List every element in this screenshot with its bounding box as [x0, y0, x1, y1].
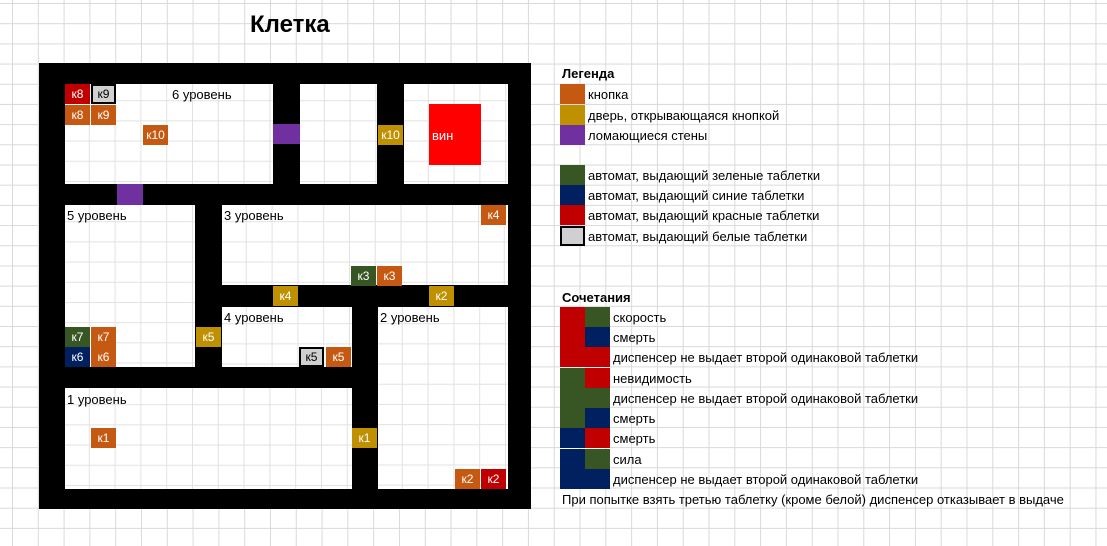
level-1-label: 1 уровень	[67, 392, 127, 407]
legend-white-label: автомат, выдающий белые таблетки	[588, 229, 808, 244]
combo-swatch-green	[560, 368, 585, 388]
combo-swatch-red	[560, 347, 585, 367]
button: к8	[65, 105, 90, 125]
win-zone	[429, 104, 481, 165]
combo-swatch-blue	[560, 428, 585, 448]
button: к3	[377, 266, 402, 286]
level-4-label: 4 уровень	[224, 310, 284, 325]
legend-breakable-swatch	[560, 125, 585, 145]
level-2-label: 2 уровень	[380, 310, 440, 325]
room-level-1	[65, 388, 352, 489]
combo-swatch-blue	[560, 469, 585, 489]
red-dispenser: к2	[481, 469, 506, 489]
legend-door-label: дверь, открывающаяся кнопкой	[588, 108, 780, 123]
breakable-wall	[273, 124, 300, 144]
combo-label: сила	[613, 452, 642, 467]
breakable-wall	[117, 184, 143, 205]
button: к7	[91, 327, 116, 347]
green-dispenser: к7	[65, 327, 90, 347]
door: к1	[352, 428, 377, 448]
combo-swatch-red	[585, 347, 610, 367]
combos-title: Сочетания	[562, 290, 631, 305]
combo-swatch-red	[585, 368, 610, 388]
legend-blue-swatch	[560, 185, 585, 205]
legend-blue-label: автомат, выдающий синие таблетки	[588, 188, 805, 203]
legend-red-label: автомат, выдающий красные таблетки	[588, 208, 820, 223]
button: к4	[481, 205, 506, 225]
button: к1	[91, 428, 116, 448]
legend-green-label: автомат, выдающий зеленые таблетки	[588, 168, 821, 183]
combo-swatch-green	[585, 449, 610, 469]
legend-red-swatch	[560, 205, 585, 225]
blue-dispenser: к6	[65, 347, 90, 367]
legend-breakable-label: ломающиеся стены	[588, 128, 708, 143]
level-5-label: 5 уровень	[67, 208, 127, 223]
door: к4	[273, 286, 298, 306]
button: к5	[326, 347, 351, 367]
combo-label: смерть	[613, 411, 656, 426]
combo-swatch-red	[560, 307, 585, 327]
combo-swatch-blue	[560, 449, 585, 469]
page-title: Клетка	[250, 11, 330, 38]
room-middle-top	[300, 84, 377, 184]
legend-door-swatch	[560, 105, 585, 125]
combos-note: При попытке взять третью таблетку (кроме…	[562, 492, 1064, 507]
button: к10	[143, 125, 168, 145]
level-3-label: 3 уровень	[224, 208, 284, 223]
legend-title: Легенда	[562, 66, 615, 81]
legend-button-swatch	[560, 84, 585, 104]
combo-swatch-blue	[585, 408, 610, 428]
combo-label: диспенсер не выдает второй одинаковой та…	[613, 350, 919, 365]
white-dispenser: к5	[299, 347, 324, 367]
red-dispenser: к8	[65, 84, 90, 104]
combo-swatch-red	[560, 327, 585, 347]
combo-label: смерть	[613, 330, 656, 345]
combo-label: скорость	[613, 310, 667, 325]
combo-swatch-green	[560, 388, 585, 408]
combo-swatch-green	[560, 408, 585, 428]
combo-label: невидимость	[613, 371, 692, 386]
combo-label: диспенсер не выдает второй одинаковой та…	[613, 391, 919, 406]
combo-label: диспенсер не выдает второй одинаковой та…	[613, 472, 919, 487]
combo-swatch-green	[585, 307, 610, 327]
green-dispenser: к3	[351, 266, 376, 286]
door: к10	[378, 125, 403, 145]
door: к5	[196, 327, 221, 347]
level-6-label: 6 уровень	[172, 87, 232, 102]
button: к9	[91, 105, 116, 125]
win-label: вин	[432, 128, 454, 143]
white-dispenser: к9	[91, 84, 116, 104]
combo-swatch-red	[585, 428, 610, 448]
room-level-2	[378, 307, 508, 489]
combo-swatch-blue	[585, 327, 610, 347]
combo-swatch-green	[585, 388, 610, 408]
legend-button-label: кнопка	[588, 87, 629, 102]
button: к2	[455, 469, 480, 489]
button: к6	[91, 347, 116, 367]
combo-label: смерть	[613, 431, 656, 446]
combo-swatch-blue	[585, 469, 610, 489]
legend-green-swatch	[560, 165, 585, 185]
legend-white-swatch	[560, 226, 585, 246]
door: к2	[429, 286, 454, 306]
